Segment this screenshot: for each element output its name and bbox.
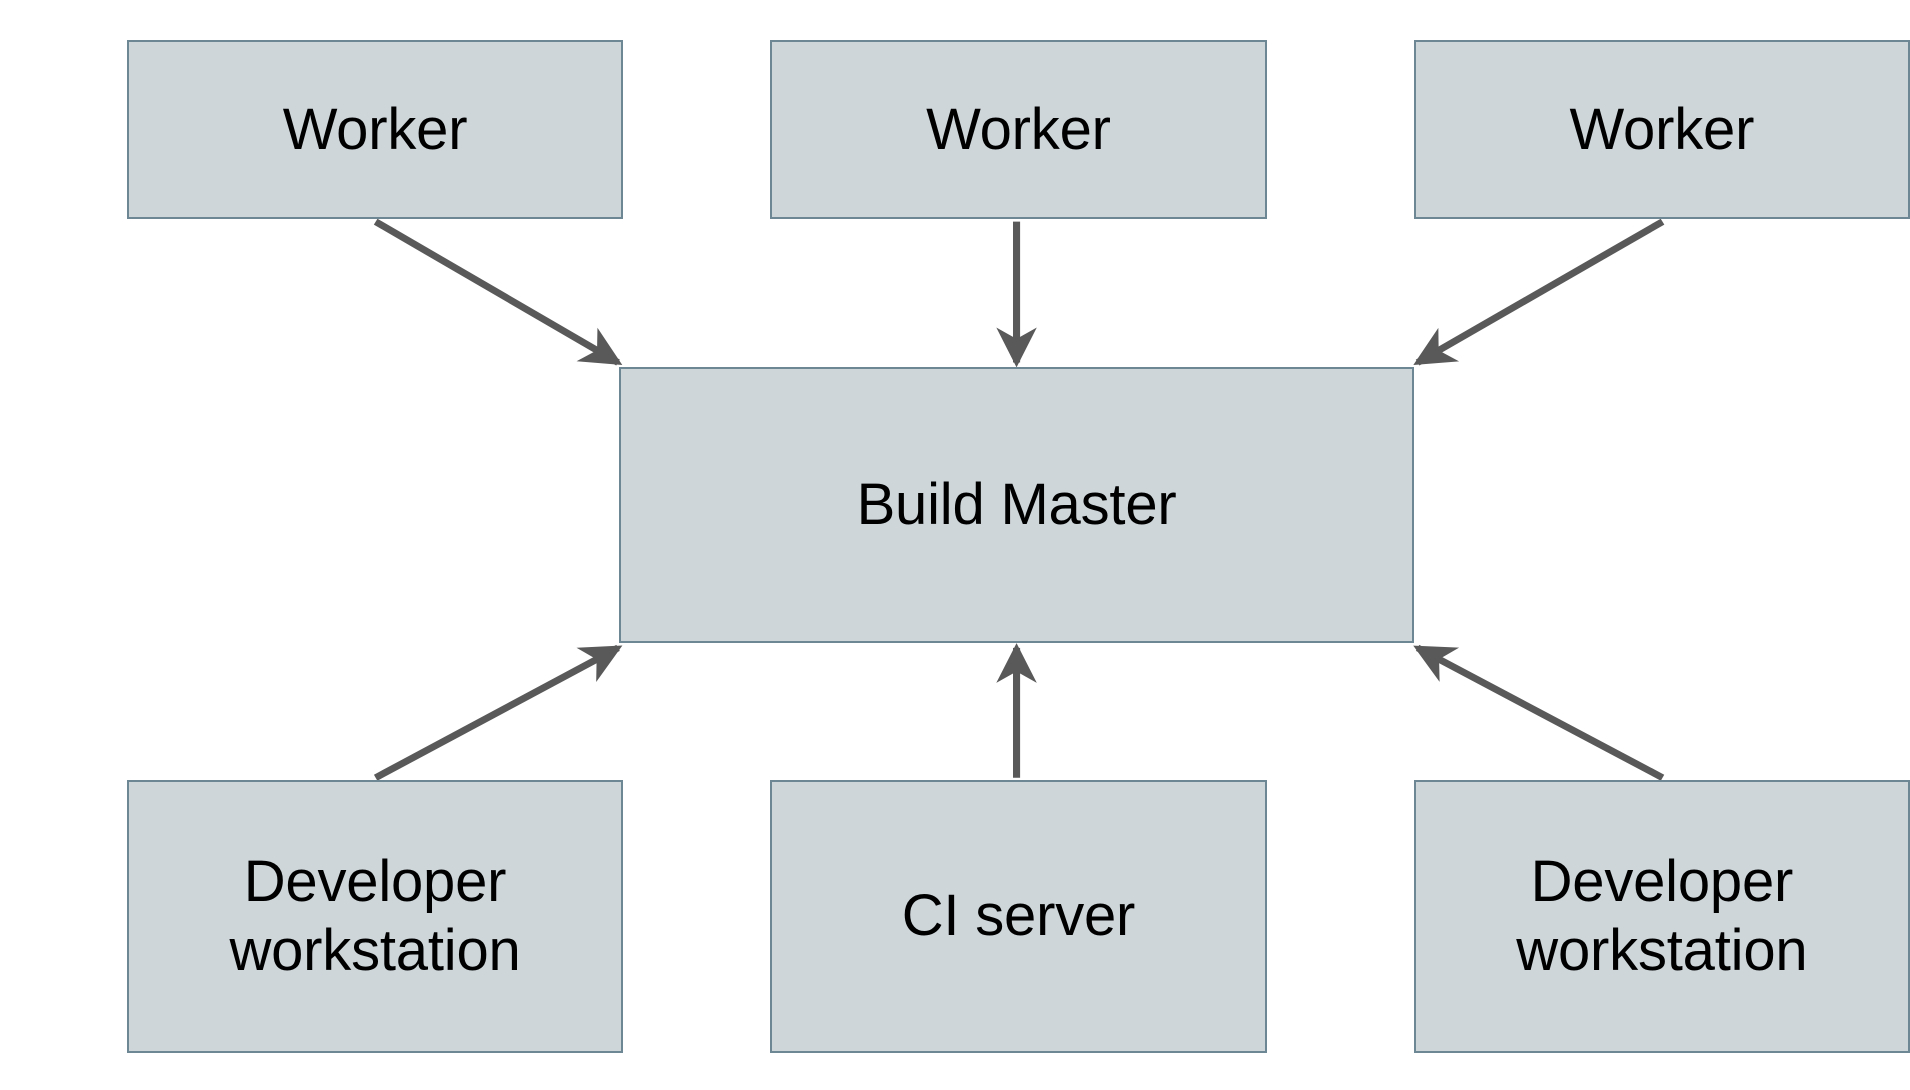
node-developer-workstation-right[interactable]: Developer workstation	[1413, 780, 1910, 1054]
node-worker-3[interactable]: Worker	[1413, 40, 1910, 220]
node-build-master[interactable]: Build Master	[619, 367, 1414, 643]
node-developer-workstation-left[interactable]: Developer workstation	[126, 780, 624, 1054]
edge-developer-workstation-left-to-build-master	[373, 644, 623, 781]
node-ci-server[interactable]: CI server	[770, 780, 1267, 1054]
edge-worker-3-to-build-master	[1413, 218, 1665, 366]
node-build-master-label: Build Master	[856, 471, 1177, 537]
node-worker-1-label: Worker	[282, 96, 468, 162]
node-worker-2-label: Worker	[926, 96, 1111, 162]
node-ci-server-label: CI server	[901, 883, 1136, 949]
node-worker-3-label: Worker	[1569, 96, 1755, 162]
edge-worker-1-to-build-master	[373, 218, 623, 366]
edge-developer-workstation-right-to-build-master	[1413, 644, 1665, 781]
node-worker-2[interactable]: Worker	[770, 40, 1267, 220]
node-developer-workstation-right-label: Developer workstation	[1516, 849, 1808, 983]
node-developer-workstation-left-label: Developer workstation	[229, 849, 521, 983]
node-worker-1[interactable]: Worker	[126, 40, 624, 220]
